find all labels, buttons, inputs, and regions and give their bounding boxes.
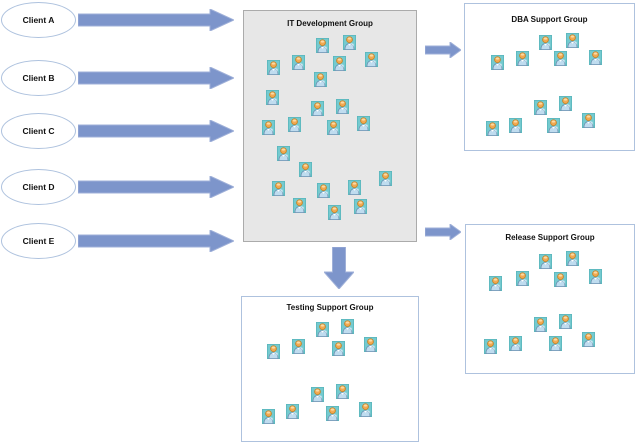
testing-support-members: [242, 297, 418, 441]
group-title-it-development: IT Development Group: [287, 19, 373, 28]
person-icon: [582, 332, 595, 347]
person-icon: [288, 117, 301, 132]
person-icon: [272, 181, 285, 196]
group-title-testing-support: Testing Support Group: [286, 303, 374, 312]
person-icon: [311, 387, 324, 402]
person-icon: [534, 100, 547, 115]
arrow-client-d-to-it: [78, 176, 234, 198]
person-icon: [316, 322, 329, 337]
person-icon: [484, 339, 497, 354]
person-icon: [336, 99, 349, 114]
client-label-e: Client E: [22, 236, 55, 246]
person-icon: [262, 409, 275, 424]
person-icon: [379, 171, 392, 186]
person-icon: [534, 317, 547, 332]
person-icon: [509, 336, 522, 351]
person-icon: [359, 402, 372, 417]
person-icon: [547, 118, 560, 133]
person-icon: [491, 55, 504, 70]
person-icon: [311, 101, 324, 116]
person-icon: [266, 90, 279, 105]
person-icon: [336, 384, 349, 399]
arrow-client-a-to-it: [78, 9, 234, 31]
person-icon: [286, 404, 299, 419]
person-icon: [262, 120, 275, 135]
arrow-client-e-to-it: [78, 230, 234, 252]
person-icon: [549, 336, 562, 351]
person-icon: [589, 50, 602, 65]
client-label-b: Client B: [22, 73, 55, 83]
person-icon: [582, 113, 595, 128]
person-icon: [326, 406, 339, 421]
arrow-client-c-to-it: [78, 120, 234, 142]
person-icon: [292, 339, 305, 354]
person-icon: [539, 35, 552, 50]
person-icon: [299, 162, 312, 177]
person-icon: [293, 198, 306, 213]
person-icon: [566, 33, 579, 48]
person-icon: [486, 121, 499, 136]
person-icon: [539, 254, 552, 269]
person-icon: [332, 341, 345, 356]
person-icon: [365, 52, 378, 67]
person-icon: [267, 60, 280, 75]
person-icon: [343, 35, 356, 50]
person-icon: [554, 272, 567, 287]
arrow-it-to-release: [425, 224, 461, 240]
person-icon: [364, 337, 377, 352]
group-title-release-support: Release Support Group: [505, 233, 595, 242]
person-icon: [489, 276, 502, 291]
person-icon: [516, 51, 529, 66]
arrow-client-b-to-it: [78, 67, 234, 89]
client-label-c: Client C: [22, 126, 55, 136]
group-box-testing-support: Testing Support Group: [241, 296, 419, 442]
person-icon: [357, 116, 370, 131]
person-icon: [354, 199, 367, 214]
person-icon: [509, 118, 522, 133]
person-icon: [328, 205, 341, 220]
group-title-dba-support: DBA Support Group: [511, 15, 588, 24]
release-support-members: [466, 225, 634, 373]
person-icon: [292, 55, 305, 70]
person-icon: [554, 51, 567, 66]
group-box-dba-support: DBA Support Group: [464, 3, 635, 151]
person-icon: [267, 344, 280, 359]
person-icon: [516, 271, 529, 286]
group-box-it-development: IT Development Group: [243, 10, 417, 242]
group-box-release-support: Release Support Group: [465, 224, 635, 374]
person-icon: [559, 96, 572, 111]
person-icon: [277, 146, 290, 161]
arrow-it-to-dba: [425, 42, 461, 58]
person-icon: [348, 180, 361, 195]
client-label-a: Client A: [22, 15, 55, 25]
client-ellipse-c: Client C: [1, 113, 76, 149]
person-icon: [316, 38, 329, 53]
person-icon: [559, 314, 572, 329]
client-ellipse-d: Client D: [1, 169, 76, 205]
person-icon: [341, 319, 354, 334]
person-icon: [314, 72, 327, 87]
client-ellipse-e: Client E: [1, 223, 76, 259]
person-icon: [327, 120, 340, 135]
it-development-members: [244, 11, 416, 241]
client-ellipse-b: Client B: [1, 60, 76, 96]
person-icon: [317, 183, 330, 198]
client-ellipse-a: Client A: [1, 2, 76, 38]
person-icon: [333, 56, 346, 71]
arrow-it-to-testing: [324, 247, 354, 289]
client-label-d: Client D: [22, 182, 55, 192]
person-icon: [589, 269, 602, 284]
dba-support-members: [465, 4, 634, 150]
person-icon: [566, 251, 579, 266]
